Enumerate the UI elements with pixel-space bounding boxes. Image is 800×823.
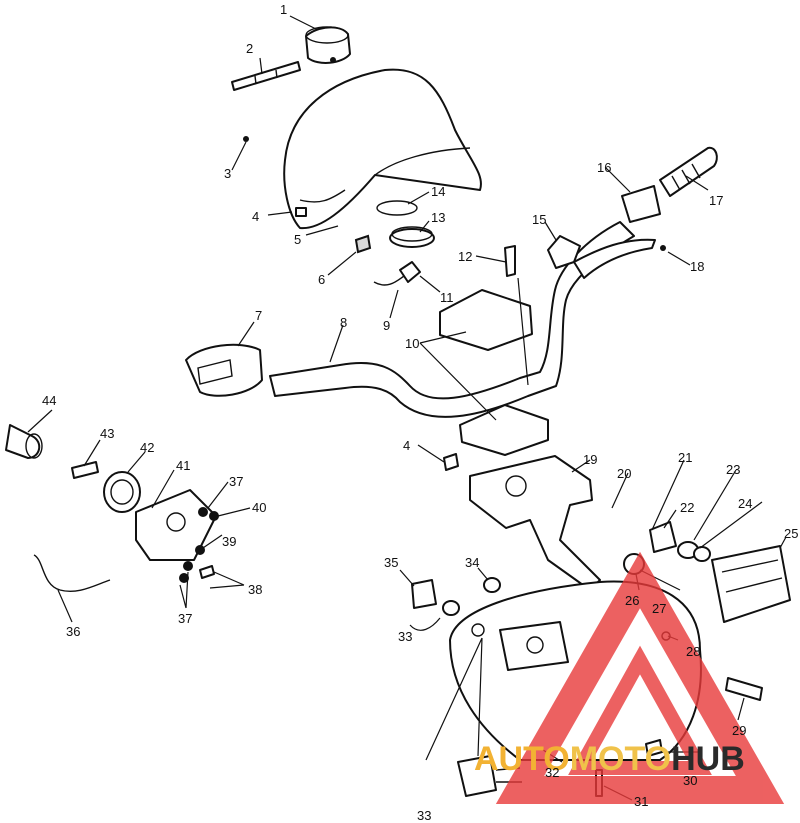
ring-14 — [376, 200, 418, 216]
handlebar — [269, 221, 635, 418]
switch-33b — [457, 755, 497, 797]
bulb-socket — [399, 261, 421, 283]
callout-14: 14 — [431, 184, 445, 199]
callout-2: 2 — [246, 41, 253, 56]
clamp-upper — [439, 289, 533, 351]
bulb-22 — [649, 521, 677, 553]
callout-30: 30 — [683, 773, 697, 788]
callout-24: 24 — [738, 496, 752, 511]
callout-34: 34 — [465, 555, 479, 570]
screw-3 — [243, 136, 249, 142]
callout-11: 11 — [440, 290, 454, 305]
callout-36: 36 — [66, 624, 80, 639]
callout-33b: 33 — [417, 808, 431, 823]
nut-33 — [442, 600, 460, 616]
ring-13 — [389, 226, 435, 248]
nut-37b — [183, 561, 193, 571]
bolt-12 — [504, 245, 516, 277]
watermark-triangle — [495, 551, 785, 804]
watermark-triangle-inner — [568, 645, 712, 775]
switch-35 — [411, 579, 437, 609]
callout-37a: 37 — [229, 474, 243, 489]
callout-39: 39 — [222, 534, 236, 549]
callout-17: 17 — [709, 193, 723, 208]
watermark — [495, 551, 785, 804]
callout-16: 16 — [597, 160, 611, 175]
ring-24 — [693, 546, 711, 562]
callout-18: 18 — [690, 259, 704, 274]
callout-8: 8 — [340, 315, 347, 330]
callout-26: 26 — [625, 593, 639, 608]
callout-40: 40 — [252, 500, 266, 515]
callout-1: 1 — [280, 2, 287, 17]
callout-35: 35 — [384, 555, 398, 570]
callout-15: 15 — [532, 212, 546, 227]
headlight-lens — [711, 545, 791, 623]
screw-18 — [660, 245, 666, 251]
callout-4b: 4 — [403, 438, 410, 453]
mount-bracket — [469, 455, 601, 591]
callout-20: 20 — [617, 466, 631, 481]
cable-cap — [5, 424, 43, 459]
screw-38 — [199, 565, 215, 579]
callout-7: 7 — [255, 308, 262, 323]
callout-31: 31 — [634, 794, 648, 809]
clip-6 — [354, 234, 372, 254]
callout-44: 44 — [42, 393, 56, 408]
callout-12: 12 — [458, 249, 472, 264]
callout-43: 43 — [100, 426, 114, 441]
callout-5: 5 — [294, 232, 301, 247]
speedo-cable — [33, 554, 111, 592]
callout-38: 38 — [248, 582, 262, 597]
nut-40 — [209, 511, 219, 521]
callout-29: 29 — [732, 723, 746, 738]
callout-28: 28 — [686, 644, 700, 659]
callout-22: 22 — [680, 500, 694, 515]
throttle-housing — [185, 343, 263, 397]
callout-9: 9 — [383, 318, 390, 333]
callout-32: 32 — [545, 765, 559, 780]
callout-41: 41 — [176, 458, 190, 473]
left-switch — [621, 185, 661, 223]
nut-37a — [198, 507, 208, 517]
callout-25: 25 — [784, 526, 798, 541]
callout-19: 19 — [583, 452, 597, 467]
nut-34 — [483, 577, 501, 593]
bracket-29 — [725, 677, 763, 701]
callout-labels: 1 2 3 4 5 6 7 8 9 10 11 12 13 14 15 16 1… — [42, 2, 798, 823]
upper-pod-cover — [283, 68, 482, 230]
brake-lever-assembly — [547, 235, 656, 279]
callout-21: 21 — [678, 450, 692, 465]
clamp-lower — [459, 404, 549, 456]
hand-grip — [659, 146, 718, 197]
watermark-logo: AUTOMOTOHUB — [474, 740, 745, 778]
callout-6: 6 — [318, 272, 325, 287]
callout-10: 10 — [405, 336, 419, 351]
callout-33: 33 — [398, 629, 412, 644]
callout-37b: 37 — [178, 611, 192, 626]
indicator-lens-set — [231, 61, 301, 91]
callout-3: 3 — [224, 166, 231, 181]
seal-ring — [103, 471, 141, 513]
gauge-cup — [305, 26, 351, 64]
bolt-43 — [71, 461, 99, 479]
nut-4-mid — [443, 453, 459, 471]
callout-13: 13 — [431, 210, 445, 225]
callout-4: 4 — [252, 209, 259, 224]
nut-4-top — [295, 207, 307, 217]
callout-23: 23 — [726, 462, 740, 477]
nut-37c — [179, 573, 189, 583]
mount-plate — [135, 489, 217, 561]
callout-42: 42 — [140, 440, 154, 455]
callout-27: 27 — [652, 601, 666, 616]
